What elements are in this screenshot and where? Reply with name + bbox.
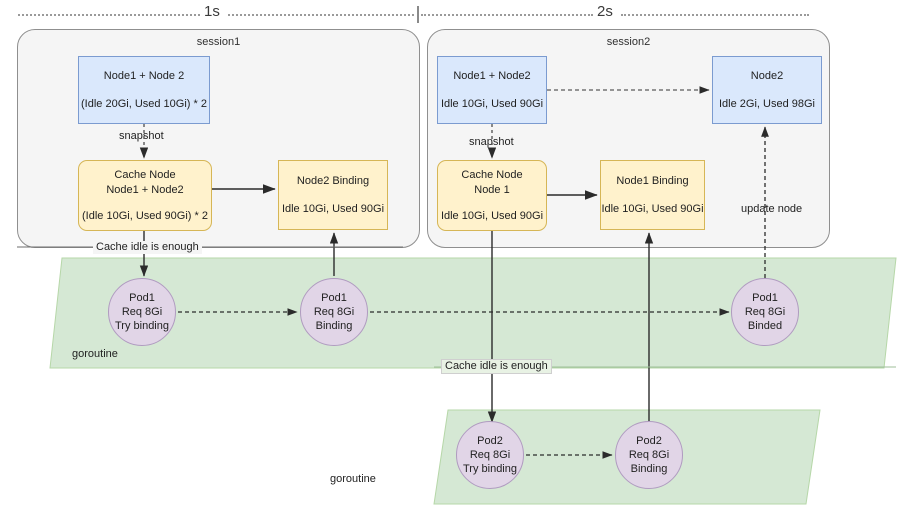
session2-title: session2 bbox=[606, 36, 651, 48]
session1-cache-line2: Node1 + Node2 bbox=[106, 183, 184, 196]
session1-cache-box: Cache Node Node1 + Node2 (Idle 10Gi, Use… bbox=[78, 160, 212, 231]
session2-cache-line3: Idle 10Gi, Used 90Gi bbox=[440, 209, 544, 222]
pod1-try-line3: Try binding bbox=[114, 320, 169, 332]
session1-cache-line1: Cache Node bbox=[114, 168, 176, 181]
session1-snapshot-label: snapshot bbox=[116, 130, 167, 143]
pod1-binded-line2: Req 8Gi bbox=[744, 306, 786, 318]
timeline-label-1s: 1s bbox=[200, 4, 224, 20]
session2-node-line1: Node1 + Node2 bbox=[453, 69, 531, 82]
timeline-line-2s-b bbox=[621, 14, 809, 16]
pod2-binding-line1: Pod2 bbox=[636, 435, 662, 447]
session2-cache-line1: Cache Node bbox=[461, 168, 523, 181]
session2-snapshot-label: snapshot bbox=[466, 136, 517, 149]
pod2-try-line3: Try binding bbox=[462, 463, 517, 475]
session1-binding-line1: Node2 Binding bbox=[296, 174, 370, 187]
cache-idle-label-top: Cache idle is enough bbox=[93, 241, 202, 254]
pod2-binding-line3: Binding bbox=[630, 463, 668, 475]
session1-cache-line3: (Idle 10Gi, Used 90Gi) * 2 bbox=[82, 209, 208, 222]
pod2-try-line2: Req 8Gi bbox=[469, 449, 511, 461]
session2-node-box: Node1 + Node2 Idle 10Gi, Used 90Gi bbox=[437, 56, 547, 124]
session1-node-line2: (Idle 20Gi, Used 10Gi) * 2 bbox=[81, 97, 207, 110]
update-node-label: update node bbox=[738, 203, 806, 216]
session2-result-line2: Idle 2Gi, Used 98Gi bbox=[719, 97, 815, 110]
session1-binding-box: Node2 Binding Idle 10Gi, Used 90Gi bbox=[278, 160, 388, 230]
pod2-binding-circle[interactable]: Pod2 Req 8Gi Binding bbox=[615, 421, 683, 489]
session2-binding-line1: Node1 Binding bbox=[616, 174, 689, 187]
session1-node-line1: Node1 + Node 2 bbox=[103, 69, 185, 82]
pod1-binded-circle[interactable]: Pod1 Req 8Gi Binded bbox=[731, 278, 799, 346]
pod1-try-line1: Pod1 bbox=[129, 292, 155, 304]
timeline-tick-divider bbox=[417, 6, 419, 23]
pod2-try-line1: Pod2 bbox=[477, 435, 503, 447]
goroutine-label-1: goroutine bbox=[72, 348, 118, 360]
timeline-line-2s bbox=[421, 14, 593, 16]
timeline-line-1s bbox=[18, 14, 200, 16]
timeline-line-1s-b bbox=[228, 14, 414, 16]
session2-result-node-box: Node2 Idle 2Gi, Used 98Gi bbox=[712, 56, 822, 124]
pod1-binded-line1: Pod1 bbox=[752, 292, 778, 304]
session2-binding-box: Node1 Binding Idle 10Gi, Used 90Gi bbox=[600, 160, 705, 230]
pod1-binded-line3: Binded bbox=[747, 320, 783, 332]
session1-title: session1 bbox=[196, 36, 241, 48]
pod1-binding-circle[interactable]: Pod1 Req 8Gi Binding bbox=[300, 278, 368, 346]
session2-binding-line2: Idle 10Gi, Used 90Gi bbox=[601, 202, 704, 215]
session2-node-line2: Idle 10Gi, Used 90Gi bbox=[440, 97, 544, 110]
session2-cache-line2: Node 1 bbox=[474, 183, 510, 196]
pod1-try-line2: Req 8Gi bbox=[121, 306, 163, 318]
pod2-binding-line2: Req 8Gi bbox=[628, 449, 670, 461]
pod2-try-binding-circle[interactable]: Pod2 Req 8Gi Try binding bbox=[456, 421, 524, 489]
timeline-label-2s: 2s bbox=[593, 4, 617, 20]
session1-node-box: Node1 + Node 2 (Idle 20Gi, Used 10Gi) * … bbox=[78, 56, 210, 124]
session1-binding-line2: Idle 10Gi, Used 90Gi bbox=[281, 202, 385, 215]
pod1-binding-line2: Req 8Gi bbox=[313, 306, 355, 318]
session2-cache-box: Cache Node Node 1 Idle 10Gi, Used 90Gi bbox=[437, 160, 547, 231]
cache-idle-label-mid: Cache idle is enough bbox=[441, 359, 552, 374]
pod1-binding-line1: Pod1 bbox=[321, 292, 347, 304]
session2-result-line1: Node2 bbox=[750, 69, 784, 82]
pod1-try-binding-circle[interactable]: Pod1 Req 8Gi Try binding bbox=[108, 278, 176, 346]
goroutine-label-2: goroutine bbox=[330, 473, 376, 485]
pod1-binding-line3: Binding bbox=[315, 320, 353, 332]
